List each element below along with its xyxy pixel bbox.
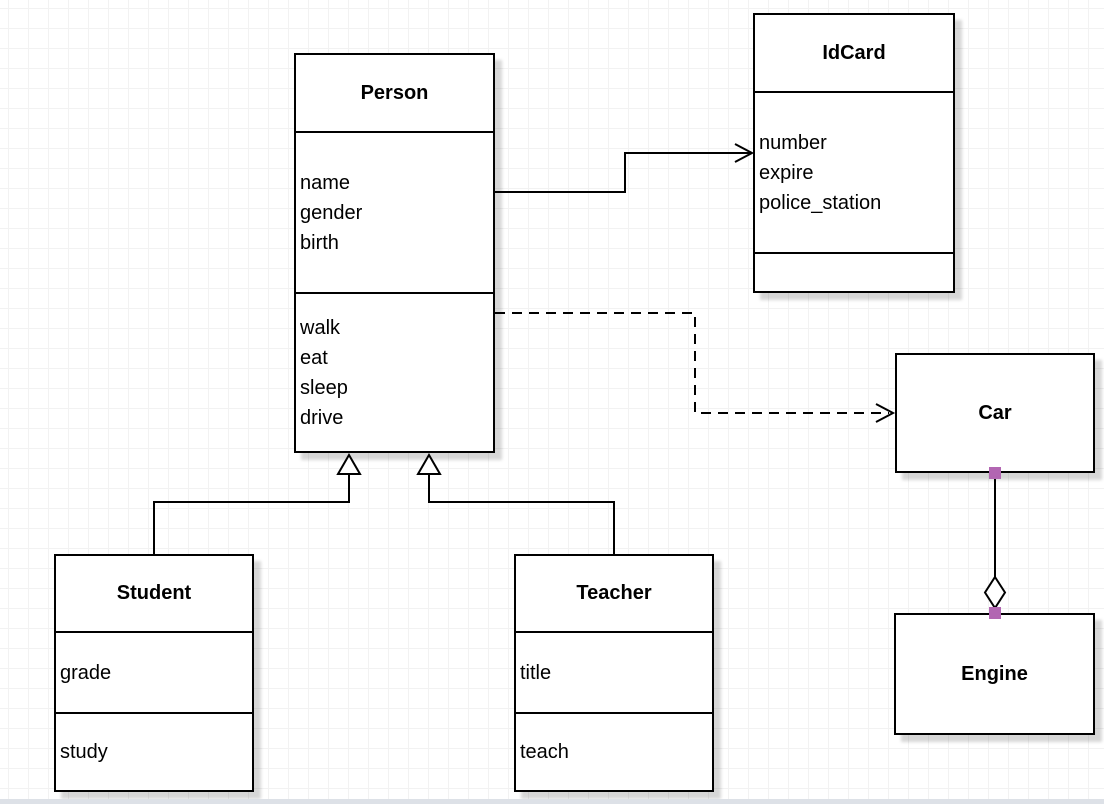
class-idcard[interactable]: IdCard number expire police_station — [753, 13, 955, 293]
class-teacher-methods: teach — [516, 712, 712, 790]
attribute-label: gender — [300, 201, 363, 224]
attribute-label: number — [759, 131, 827, 154]
class-person-attributes: name gender birth — [296, 133, 493, 292]
attribute-label: expire — [759, 161, 814, 184]
class-teacher-title: Teacher — [516, 556, 712, 633]
open-arrowhead-icon — [876, 404, 893, 422]
class-student-attributes: grade — [56, 633, 252, 712]
class-idcard-methods — [755, 252, 953, 291]
association-person-idcard[interactable] — [495, 144, 752, 192]
attribute-label: grade — [60, 661, 112, 684]
aggregation-car-engine[interactable] — [985, 467, 1005, 619]
class-teacher-attributes: title — [516, 633, 712, 712]
class-person[interactable]: Person name gender birth walk eat sleep … — [294, 53, 495, 453]
generalization-line[interactable] — [429, 474, 614, 554]
dependency-person-car[interactable] — [495, 313, 893, 422]
class-student-title: Student — [56, 556, 252, 633]
method-label: walk — [300, 316, 341, 339]
class-car-title: Car — [978, 401, 1012, 424]
generalization-student-person[interactable] — [154, 455, 360, 554]
class-car[interactable]: Car — [895, 353, 1095, 473]
method-label: teach — [520, 741, 569, 763]
class-idcard-title: IdCard — [755, 15, 953, 93]
class-engine-title: Engine — [961, 662, 1028, 685]
method-label: drive — [300, 406, 344, 429]
hollow-triangle-arrowhead-icon — [418, 455, 440, 474]
method-label: sleep — [300, 376, 348, 399]
attribute-label: birth — [300, 231, 339, 254]
hollow-diamond-icon — [985, 577, 1005, 608]
class-student-methods: study — [56, 712, 252, 790]
class-person-methods: walk eat sleep drive — [296, 292, 493, 451]
method-label: study — [60, 741, 108, 763]
generalization-line[interactable] — [154, 474, 349, 554]
open-arrowhead-icon — [735, 144, 752, 162]
attribute-label: name — [300, 171, 351, 194]
association-line[interactable] — [495, 153, 750, 192]
dependency-line[interactable] — [495, 313, 889, 413]
class-person-title: Person — [296, 55, 493, 133]
class-student[interactable]: Student grade study — [54, 554, 254, 792]
method-label: eat — [300, 346, 328, 369]
attribute-label: police_station — [759, 191, 882, 214]
class-idcard-attributes: number expire police_station — [755, 93, 953, 252]
class-engine[interactable]: Engine — [894, 613, 1095, 735]
hollow-triangle-arrowhead-icon — [338, 455, 360, 474]
generalization-teacher-person[interactable] — [418, 455, 614, 554]
attribute-label: title — [520, 661, 552, 684]
canvas-bottom-edge — [0, 799, 1104, 804]
class-teacher[interactable]: Teacher title teach — [514, 554, 714, 792]
